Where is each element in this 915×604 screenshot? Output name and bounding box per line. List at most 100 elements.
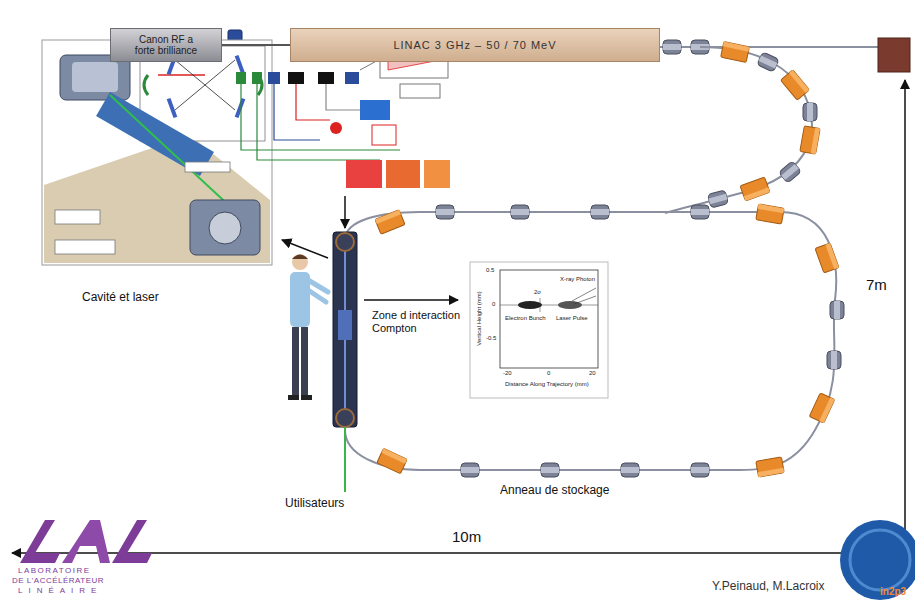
lal-logo: [20, 520, 152, 563]
dimension-arrows: [904, 80, 906, 546]
transfer-line: [800, 126, 820, 154]
inset-caption: Cavité et laser: [82, 291, 159, 305]
plot-annotation: Laser Pulse: [556, 315, 588, 322]
transfer-line: [665, 41, 820, 213]
cavity-inset: [167, 98, 178, 118]
person-figure: [292, 327, 299, 395]
laser-schematic: [268, 72, 280, 84]
ring-label: Anneau de stockage: [500, 484, 609, 498]
interaction-plot: [500, 270, 598, 368]
laser-schematic: [236, 72, 246, 84]
cavity-inset: [42, 40, 272, 265]
axis-title: Distance Along Trajectory (mm): [505, 381, 589, 388]
pointer-arrows: [282, 240, 328, 258]
interaction-plot: [518, 301, 542, 309]
storage-ring: [436, 205, 454, 219]
cavity-inset: [209, 212, 241, 244]
person-figure: [288, 254, 328, 400]
cavity-inset: [190, 200, 260, 255]
logo-text: LINÉAIRE: [18, 586, 102, 595]
plot-annotation: X-ray Photon: [560, 276, 595, 283]
laser-schematic: [330, 122, 342, 134]
laser-schematic: [345, 72, 359, 84]
storage-ring: [511, 205, 529, 219]
cnrs-logo: [840, 520, 915, 600]
interaction-region: [333, 232, 357, 427]
storage-ring: [345, 212, 836, 470]
cavity-inset: [158, 74, 205, 76]
storage-ring: [691, 463, 709, 477]
linac-box: LINAC 3 GHz – 50 / 70 MeV: [290, 28, 660, 62]
interaction-region: [336, 409, 354, 427]
laser-schematic: [274, 84, 320, 140]
pointer-arrows: [364, 299, 458, 301]
dump-line: [663, 40, 681, 54]
cavity-inset: [235, 98, 246, 118]
tick-label: 0.5: [486, 267, 494, 274]
tick-label: 0: [547, 370, 550, 377]
storage-ring: [756, 204, 784, 224]
cavity-inset: [55, 210, 100, 224]
storage-ring: [541, 463, 559, 477]
cavity-inset: [175, 60, 235, 110]
transfer-line: [757, 52, 779, 72]
cavity-inset: [42, 40, 272, 265]
cavity-inset: [55, 240, 115, 254]
beam-connector: [222, 44, 290, 46]
laser-schematic: [257, 84, 380, 160]
connectors: [222, 45, 290, 46]
plot-annotation: Electron Bunch: [505, 315, 546, 322]
box-label: Canon RF a forte brilliance: [130, 34, 202, 57]
logo-text: DE L'ACCÉLÉRATEUR: [12, 576, 104, 585]
axis-title: Vertical Height (mm): [476, 288, 483, 348]
person-figure: [308, 290, 326, 302]
laser-schematic: [346, 160, 382, 188]
rf-gun-box: Canon RF a forte brilliance: [110, 28, 222, 62]
cnrs-logo: [840, 520, 915, 600]
tick-label: 0: [492, 301, 495, 308]
transfer-line: [779, 161, 802, 183]
tick-label: 20: [589, 370, 596, 377]
laser-schematic: [400, 84, 440, 98]
zone-label: Zone d interaction Compton: [372, 309, 462, 334]
laser-schematic: [252, 72, 262, 84]
cavity-inset: [44, 135, 270, 263]
storage-ring: [809, 393, 834, 423]
laser-schematic: [236, 42, 450, 188]
cavity-inset: [144, 75, 148, 95]
dump-line: [660, 38, 910, 72]
cavity-inset: [72, 62, 118, 92]
cavity-inset: [185, 162, 230, 172]
tick-label: -20: [503, 370, 512, 377]
author-credit: Y.Peinaud, M.Lacroix: [712, 580, 825, 594]
storage-ring: [345, 204, 844, 477]
person-figure: [292, 255, 308, 260]
dump-line: [878, 38, 910, 72]
users-label: Utilisateurs: [285, 497, 344, 511]
dimension-label: 10m: [452, 528, 481, 545]
cavity-inset: [175, 60, 235, 110]
logo-text: in2p3: [880, 586, 906, 598]
interaction-plot: [572, 288, 596, 301]
transfer-line: [803, 103, 817, 121]
interaction-region: [344, 427, 346, 492]
storage-ring: [377, 448, 407, 473]
interaction-plot: [574, 296, 596, 304]
storage-ring: [827, 351, 841, 369]
lal-logo: [62, 520, 110, 563]
storage-ring: [591, 205, 609, 219]
interaction-plot: [500, 305, 598, 306]
laser-schematic: [288, 72, 304, 84]
person-figure: [288, 395, 299, 400]
interaction-plot: [470, 262, 608, 398]
storage-ring: [756, 457, 784, 477]
interaction-region: [333, 232, 357, 492]
transfer-line: [707, 190, 728, 208]
interaction-region: [338, 310, 352, 340]
cnrs-logo: [850, 530, 910, 590]
storage-ring: [815, 243, 839, 273]
person-figure: [301, 327, 308, 395]
transfer-line: [721, 41, 750, 62]
